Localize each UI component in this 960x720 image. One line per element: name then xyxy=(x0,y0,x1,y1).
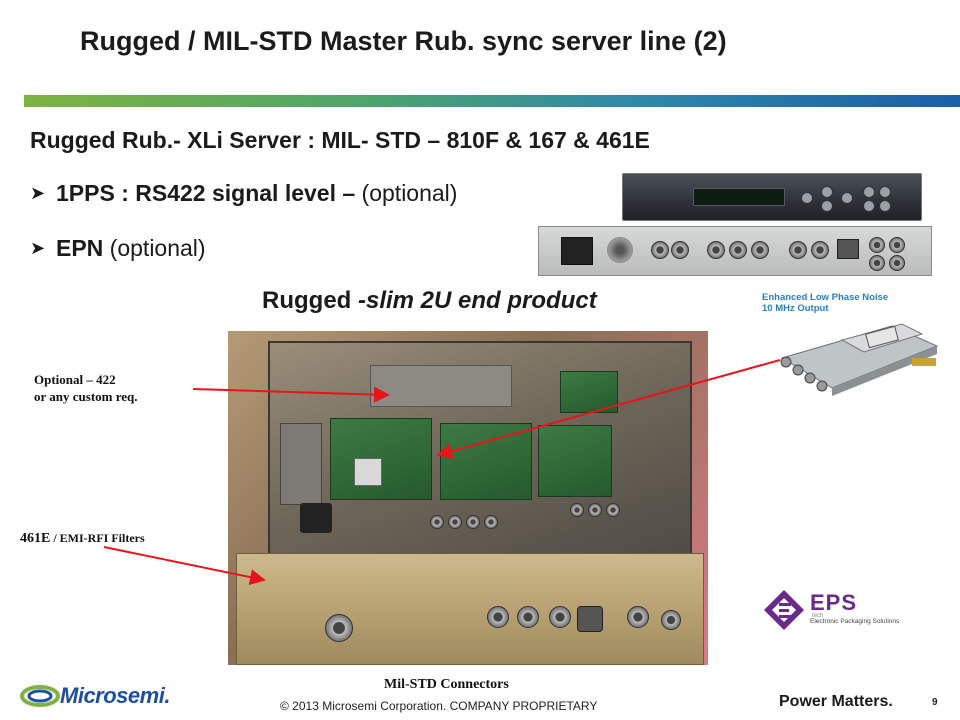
bullet-1pps: ➤1PPS : RS422 signal level – (optional) xyxy=(30,180,458,206)
arrow-module xyxy=(436,359,781,459)
mil-std-connectors-label: Mil-STD Connectors xyxy=(384,677,509,692)
power-matters-tagline: Power Matters. xyxy=(779,693,893,710)
slide-title: Rugged / MIL-STD Master Rub. sync server… xyxy=(80,26,727,56)
arrow-bullet-icon: ➤ xyxy=(30,238,46,258)
rugged-chassis-photo xyxy=(228,331,708,665)
emi-filters-label: 461E / EMI-RFI Filters xyxy=(20,531,145,546)
arrow-bullet-icon: ➤ xyxy=(30,183,46,203)
page-number: 9 xyxy=(932,697,938,708)
optional-422-label: Optional – 422 or any custom req. xyxy=(34,372,138,404)
front-lcd-display xyxy=(693,188,785,206)
phase-noise-module-image xyxy=(780,323,939,396)
eps-tech-logo: EPS tech Electronic Packaging Solutions xyxy=(760,588,922,632)
bullet-epn: ➤EPN (optional) xyxy=(30,235,206,261)
server-front-panel-image xyxy=(622,173,922,221)
microsemi-logo: Microsemi. xyxy=(20,683,180,711)
arrow-optional-422 xyxy=(192,386,390,403)
module-label: Enhanced Low Phase Noise 10 MHz Output xyxy=(762,292,889,314)
product-caption: Rugged -slim 2U end product xyxy=(262,287,597,314)
copyright-notice: © 2013 Microsemi Corporation. COMPANY PR… xyxy=(280,699,598,713)
title-gradient-bar xyxy=(24,95,960,107)
arrow-emi-filters xyxy=(103,546,266,586)
server-subtitle: Rugged Rub.- XLi Server : MIL- STD – 810… xyxy=(30,127,650,153)
server-back-panel-image xyxy=(538,226,932,276)
